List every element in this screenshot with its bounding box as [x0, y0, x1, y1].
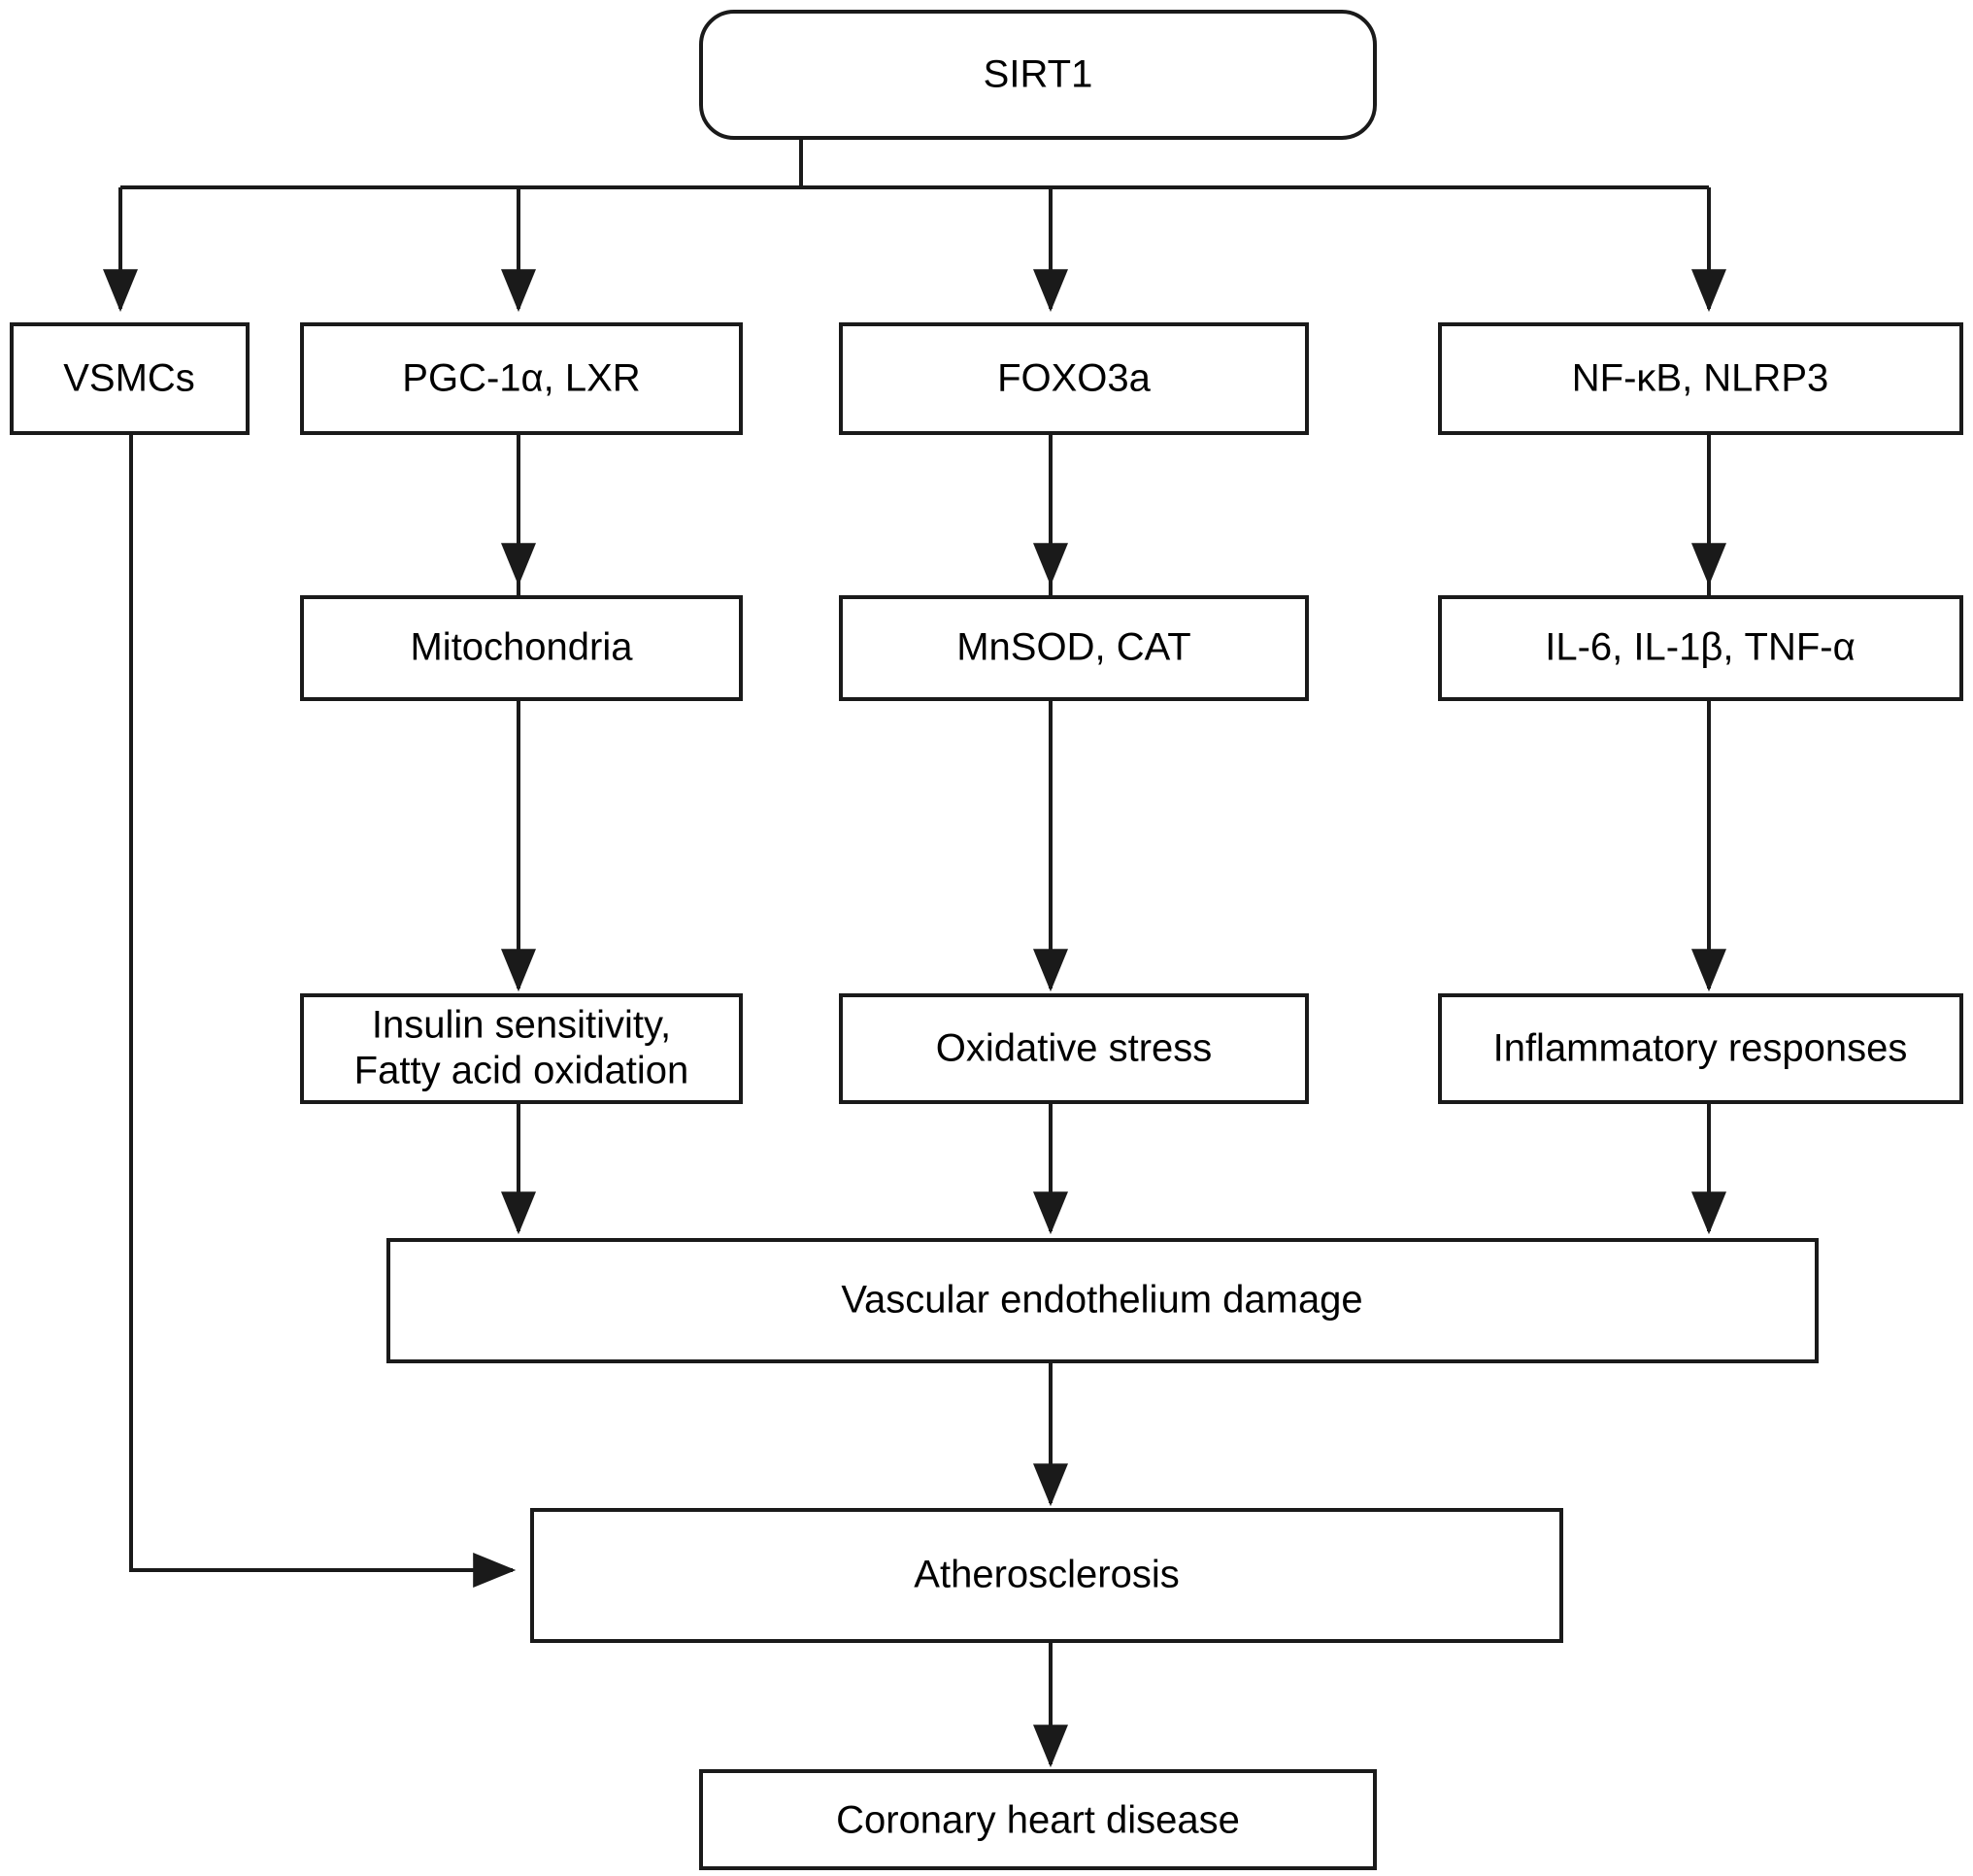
node-mnsod-cat[interactable]: MnSOD, CAT: [839, 595, 1309, 701]
node-coronary-heart-disease[interactable]: Coronary heart disease: [699, 1769, 1377, 1870]
node-cytokines-label: IL-6, IL-1β, TNF-α: [1545, 626, 1856, 669]
node-inflammatory-responses[interactable]: Inflammatory responses: [1438, 993, 1963, 1104]
node-atherosclerosis-label: Atherosclerosis: [914, 1554, 1179, 1596]
node-inflammatory-responses-box: [1438, 993, 1963, 1104]
node-coronary-heart-disease-box: [699, 1769, 1377, 1870]
node-mitochondria[interactable]: Mitochondria: [300, 595, 743, 701]
node-mitochondria-box: [300, 595, 743, 701]
node-atherosclerosis-box: [530, 1508, 1563, 1643]
node-pgc1a-lxr-label: PGC-1α, LXR: [402, 357, 640, 400]
node-atherosclerosis[interactable]: Atherosclerosis: [530, 1508, 1563, 1643]
node-foxo3a-box: [839, 322, 1309, 435]
edge-vsmcs-to-atherosclerosis: [129, 432, 517, 1588]
node-oxidative-stress-box: [839, 993, 1309, 1104]
node-mnsod-cat-box: [839, 595, 1309, 701]
node-nfkb-nlrp3-label: NF-κB, NLRP3: [1572, 357, 1829, 400]
node-vsmcs-box: [10, 322, 250, 435]
node-pgc1a-lxr[interactable]: PGC-1α, LXR: [300, 322, 743, 435]
node-inflammatory-responses-label: Inflammatory responses: [1493, 1027, 1908, 1070]
node-insulin-sensitivity[interactable]: Insulin sensitivity, Fatty acid oxidatio…: [300, 993, 743, 1104]
node-coronary-heart-disease-label: Coronary heart disease: [836, 1799, 1240, 1842]
node-vsmcs[interactable]: VSMCs: [10, 322, 250, 435]
node-insulin-sensitivity-label-line2: Fatty acid oxidation: [354, 1050, 689, 1092]
node-pgc1a-lxr-box: [300, 322, 743, 435]
node-sirt1-box: [699, 10, 1377, 140]
node-vascular-endothelium-damage-box: [386, 1238, 1819, 1363]
node-nfkb-nlrp3-box: [1438, 322, 1963, 435]
node-insulin-sensitivity-label-line1: Insulin sensitivity,: [372, 1004, 671, 1047]
node-sirt1[interactable]: SIRT1: [699, 10, 1377, 140]
node-oxidative-stress-label: Oxidative stress: [936, 1027, 1213, 1070]
node-vascular-endothelium-damage[interactable]: Vascular endothelium damage: [386, 1238, 1819, 1363]
node-sirt1-label: SIRT1: [984, 53, 1093, 96]
node-cytokines-box: [1438, 595, 1963, 701]
node-cytokines[interactable]: IL-6, IL-1β, TNF-α: [1438, 595, 1963, 701]
node-foxo3a[interactable]: FOXO3a: [839, 322, 1309, 435]
node-mnsod-cat-label: MnSOD, CAT: [956, 626, 1191, 669]
node-nfkb-nlrp3[interactable]: NF-κB, NLRP3: [1438, 322, 1963, 435]
node-insulin-sensitivity-box: [300, 993, 743, 1104]
node-foxo3a-label: FOXO3a: [997, 357, 1152, 400]
node-mitochondria-label: Mitochondria: [410, 626, 633, 669]
node-vascular-endothelium-damage-label: Vascular endothelium damage: [841, 1279, 1362, 1322]
node-vsmcs-label: VSMCs: [63, 357, 195, 400]
node-oxidative-stress[interactable]: Oxidative stress: [839, 993, 1309, 1104]
